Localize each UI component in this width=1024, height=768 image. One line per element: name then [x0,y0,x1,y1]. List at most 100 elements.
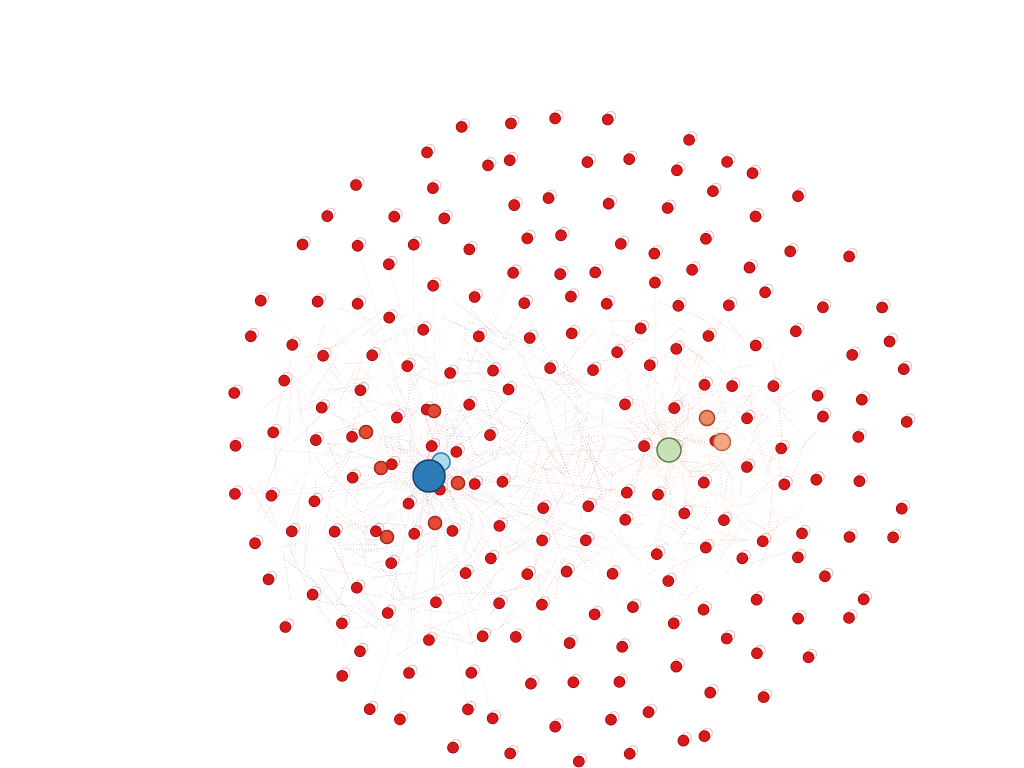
graph-node[interactable] [662,572,677,587]
graph-node[interactable] [354,642,369,658]
graph-node[interactable] [602,195,617,210]
graph-node[interactable] [351,295,367,310]
graph-node[interactable] [751,644,766,660]
graph-node[interactable] [459,564,475,579]
graph-node[interactable] [614,235,630,250]
graph-node[interactable] [589,263,604,279]
graph-node[interactable] [620,484,636,499]
graph-node[interactable] [421,143,436,159]
graph-node[interactable] [427,179,442,194]
graph-node[interactable] [381,604,397,619]
graph-node[interactable] [613,673,628,688]
graph-node[interactable] [346,428,361,443]
graph-node[interactable] [403,664,418,679]
graph-node[interactable] [484,426,499,441]
graph-node[interactable] [544,359,559,374]
graph-node[interactable] [311,293,327,308]
graph-node[interactable] [855,391,871,406]
graph-node[interactable] [402,495,417,510]
graph-node[interactable] [438,209,453,225]
graph-node[interactable] [286,336,301,351]
graph-node[interactable] [366,346,381,362]
graph-node[interactable] [623,150,638,165]
graph-node[interactable] [502,380,517,396]
graph-node[interactable] [363,700,379,716]
graph-node[interactable] [670,340,685,355]
graph-node[interactable] [778,475,793,491]
graph-node[interactable] [627,598,642,613]
graph-node[interactable] [857,590,872,606]
graph-node[interactable] [759,283,774,299]
graph-node[interactable] [370,522,385,538]
graph-node[interactable] [496,473,511,488]
graph-node[interactable] [486,710,502,725]
left-cluster-node[interactable] [427,515,443,531]
graph-node[interactable] [698,727,713,742]
graph-node[interactable] [819,567,834,583]
graph-node[interactable] [789,322,805,338]
graph-node[interactable] [775,439,790,455]
graph-node[interactable] [521,229,536,245]
graph-node[interactable] [792,187,807,202]
graph-node[interactable] [565,288,580,303]
right-cluster-node[interactable] [712,432,732,452]
graph-node[interactable] [555,226,570,242]
graph-node[interactable] [476,627,492,643]
graph-node[interactable] [721,153,736,168]
graph-node[interactable] [507,264,522,279]
graph-node[interactable] [749,208,764,223]
graph-node[interactable] [718,511,733,527]
graph-node[interactable] [895,500,911,515]
graph-node[interactable] [388,208,403,223]
graph-node[interactable] [408,525,423,540]
graph-node[interactable] [503,151,519,167]
graph-node[interactable] [678,504,693,520]
graph-node[interactable] [634,319,649,335]
graph-node[interactable] [887,529,902,544]
graph-node[interactable] [749,337,765,352]
graph-node[interactable] [796,525,811,540]
graph-node[interactable] [549,718,564,733]
graph-node[interactable] [465,664,480,679]
graph-node[interactable] [309,431,325,446]
graph-node[interactable] [784,242,799,258]
graph-node[interactable] [581,153,596,168]
graph-node[interactable] [746,164,761,179]
graph-node[interactable] [346,469,362,484]
graph-node[interactable] [582,497,597,513]
graph-node[interactable] [642,703,657,718]
left-cluster-node[interactable] [379,529,395,545]
graph-node[interactable] [336,667,351,682]
graph-node[interactable] [391,409,406,424]
graph-node[interactable] [843,609,858,624]
graph-node[interactable] [267,423,282,439]
graph-node[interactable] [648,245,663,260]
graph-node[interactable] [699,539,715,554]
graph-node[interactable] [750,591,765,606]
graph-node[interactable] [650,545,666,561]
graph-node[interactable] [702,327,717,342]
graph-node[interactable] [383,309,398,324]
graph-node[interactable] [518,294,533,310]
graph-node[interactable] [697,601,712,616]
graph-node[interactable] [315,399,331,414]
graph-node[interactable] [623,745,639,760]
graph-node[interactable] [382,255,398,271]
graph-node[interactable] [354,381,369,397]
graph-node[interactable] [509,628,525,643]
graph-node[interactable] [817,298,832,314]
right-cluster-node[interactable] [698,409,716,427]
graph-node[interactable] [843,528,858,543]
graph-node[interactable] [493,517,508,532]
graph-node[interactable] [350,176,365,191]
graph-node[interactable] [792,549,807,564]
graph-node[interactable] [444,364,459,379]
graph-node[interactable] [554,265,569,280]
graph-node[interactable] [563,634,578,649]
graph-node[interactable] [385,455,401,471]
graph-node[interactable] [588,606,603,621]
graph-node[interactable] [351,237,367,252]
graph-node[interactable] [245,327,260,343]
graph-node[interactable] [525,675,540,690]
graph-node[interactable] [853,472,868,488]
